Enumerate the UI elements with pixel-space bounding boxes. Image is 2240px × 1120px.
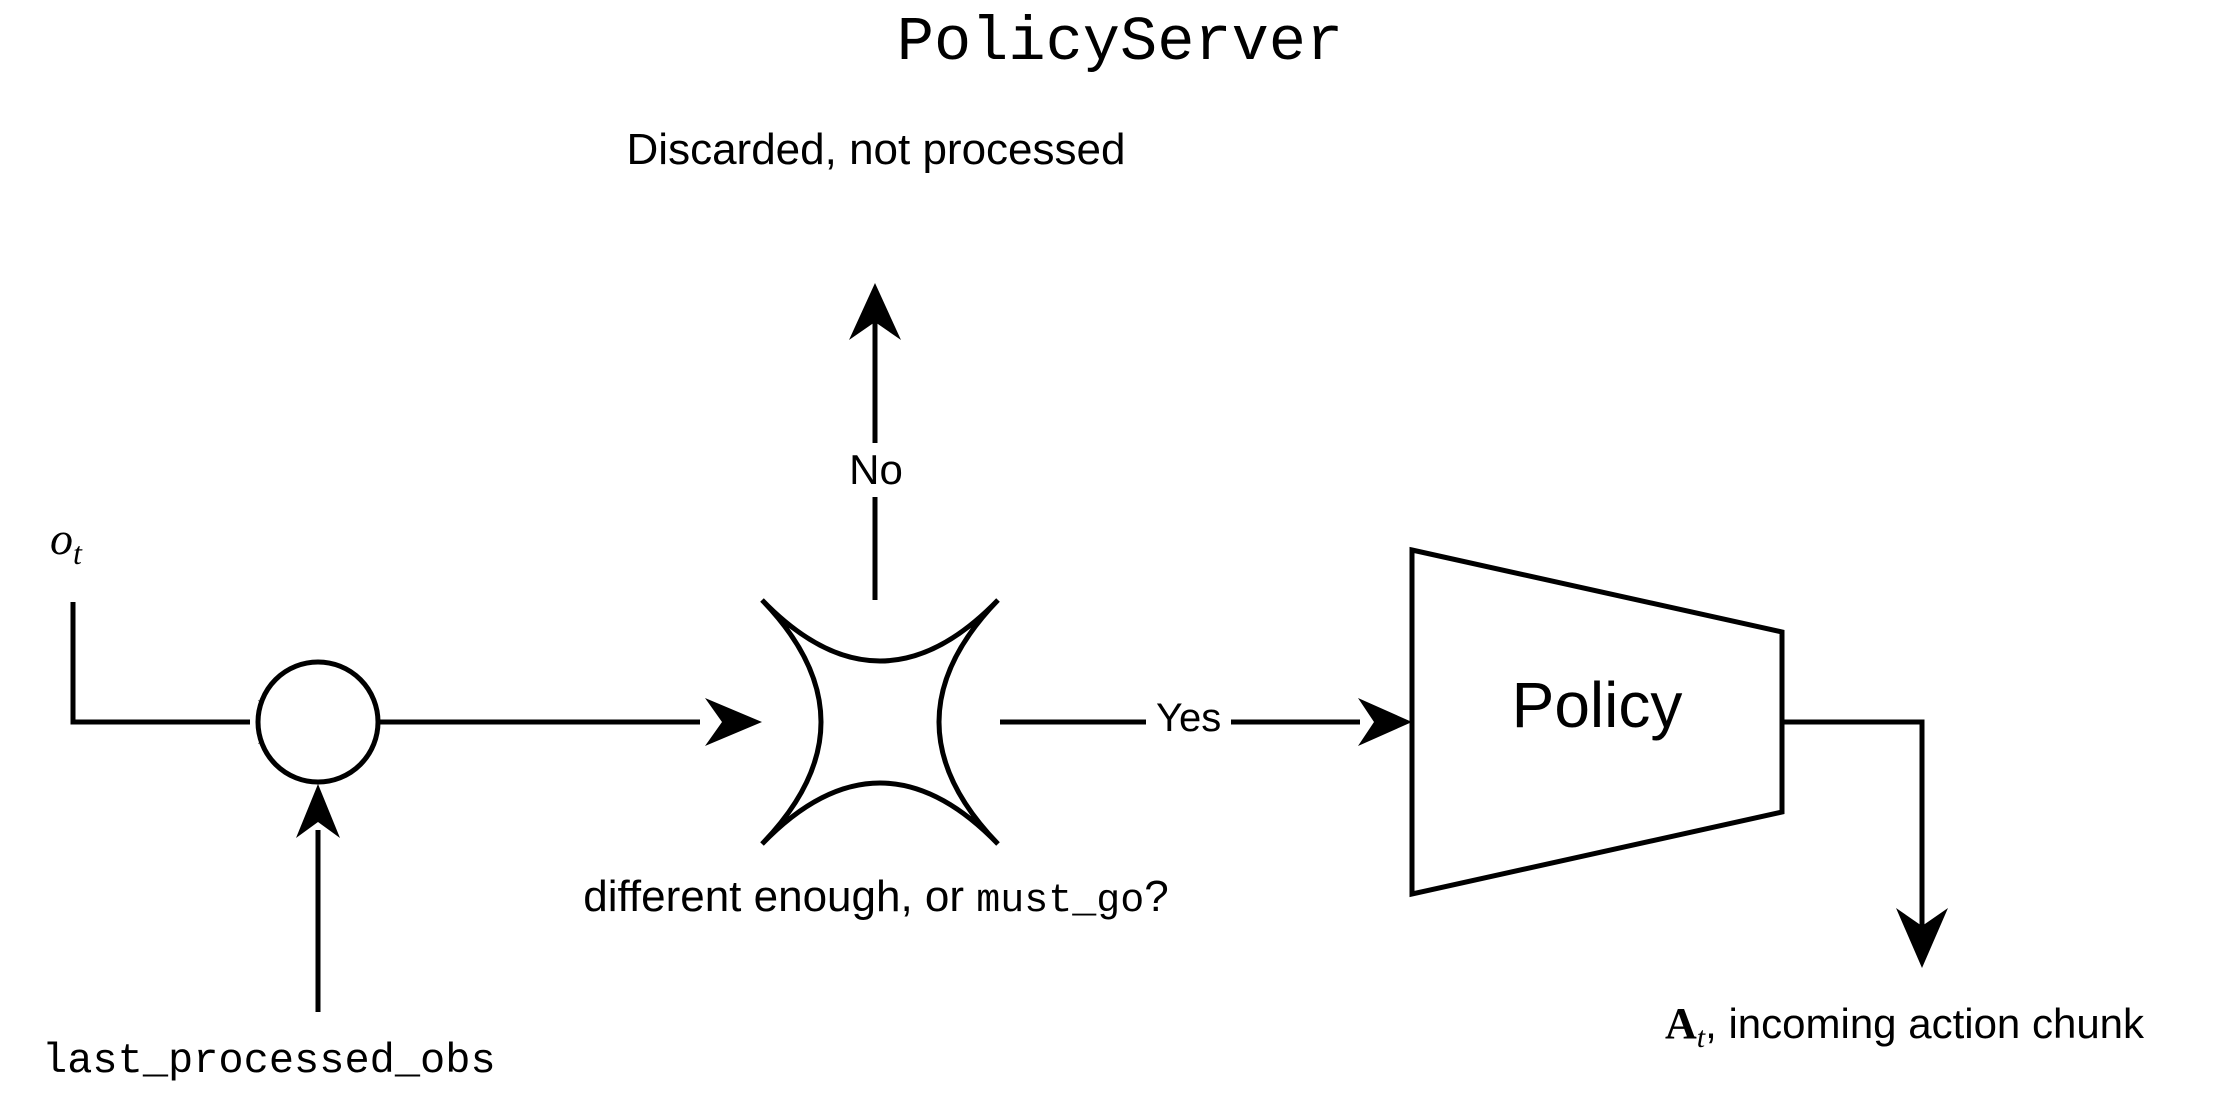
observation-subscript: t	[73, 535, 82, 572]
yes-branch-arrowhead-icon	[1358, 698, 1412, 746]
policy-output-arrowhead-icon	[1896, 908, 1948, 968]
decision-question-text: different enough, or	[583, 872, 977, 921]
decision-question-code: must_go	[976, 879, 1145, 924]
last-processed-obs-label: last_processed_obs	[42, 1037, 496, 1085]
decision-star-shape	[760, 598, 1000, 846]
last-obs-arrowhead-icon	[296, 784, 340, 838]
page-title: PolicyServer	[896, 7, 1344, 78]
yes-branch-label: Yes	[1146, 698, 1232, 738]
no-branch-label-wrap: No	[0, 443, 1752, 497]
discarded-branch-label: Discarded, not processed	[626, 125, 1126, 174]
no-branch-arrowhead-icon	[849, 283, 901, 340]
policy-output-edge	[1782, 719, 1925, 930]
decision-question-suffix: ?	[1144, 872, 1169, 921]
observation-input-edge	[70, 602, 250, 725]
action-subscript: t	[1696, 1021, 1706, 1054]
policy-trapezoid-shape	[1409, 546, 1785, 898]
policy-block-label: Policy	[1511, 669, 1683, 741]
observation-symbol: o	[50, 513, 73, 564]
decision-input-arrowhead-icon	[705, 698, 762, 746]
action-symbol: A	[1665, 999, 1697, 1048]
observation-symbol-label: ot	[50, 513, 82, 572]
merge-junction-circle	[255, 659, 381, 785]
action-description: , incoming action chunk	[1705, 1000, 2145, 1047]
action-chunk-label: At, incoming action chunk	[1665, 1002, 2144, 1053]
no-branch-label: No	[837, 446, 915, 493]
decision-question-label: different enough, or must_go?	[0, 875, 1752, 922]
